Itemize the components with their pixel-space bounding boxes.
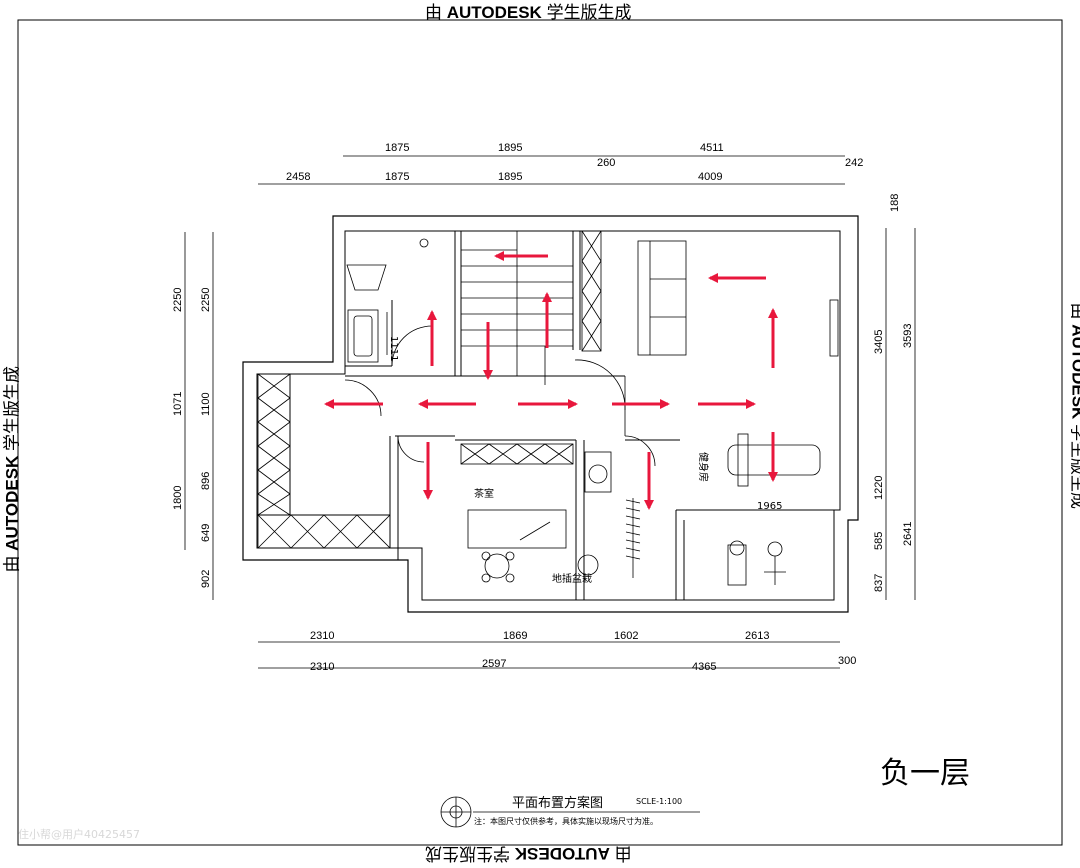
dim-text: 1875 <box>385 171 409 183</box>
dim-text: 1869 <box>503 630 527 642</box>
dim-text: 260 <box>597 157 615 169</box>
legend-note: 注：本图尺寸仅供参考，具体实施以现场尺寸为准。 <box>474 816 658 827</box>
right-dims-inner: 188 3405 1220 585 837 <box>873 194 901 592</box>
dim-text: 2310 <box>310 630 334 642</box>
dim-text: 2641 <box>902 522 914 546</box>
dim-text: 300 <box>838 655 856 667</box>
staircase <box>461 231 573 385</box>
left-dims-inner: 2250 1100 896 649 <box>200 288 212 542</box>
top-dims-upper: 1875 1895 4511 <box>385 142 724 154</box>
laundry <box>585 452 640 578</box>
cabinets <box>258 231 601 548</box>
dim-text: 2613 <box>745 630 769 642</box>
dim-text: 2597 <box>482 658 506 670</box>
dim-text: 4009 <box>698 171 722 183</box>
legend-title: 平面布置方案图 <box>512 792 603 811</box>
dim-text: 242 <box>845 157 863 169</box>
dim-text: 4511 <box>700 142 724 154</box>
dim-text: 1602 <box>614 630 638 642</box>
dim-text: 2250 <box>172 288 184 312</box>
tea-room-furniture <box>468 510 598 582</box>
right-dims-outer: 3593 2641 <box>902 324 914 546</box>
dim-text: 1895 <box>498 142 522 154</box>
dim-text: 585 <box>873 532 885 550</box>
toilet-mark: 1111 <box>388 336 399 361</box>
exterior-wall-outer <box>243 216 858 612</box>
living-furniture <box>638 241 838 356</box>
top-dims-lower: 2458 1875 1895 260 4009 242 <box>286 157 863 183</box>
sheet-frame <box>18 20 1062 845</box>
dim-text: 1895 <box>498 171 522 183</box>
dim-text: 3593 <box>902 324 914 348</box>
dim-text: 3405 <box>873 330 885 354</box>
tea-room-label: 茶室 <box>474 487 494 500</box>
interior-walls <box>257 231 840 600</box>
dim-text: 2310 <box>310 661 334 673</box>
dim-text: 896 <box>200 472 212 490</box>
dim-text: 2250 <box>200 288 212 312</box>
dim-text: 1800 <box>172 486 184 510</box>
plant-label: 地插盆栽 <box>552 572 592 585</box>
dim-text: 902 <box>200 570 212 588</box>
dim-text: 4365 <box>692 661 716 673</box>
legend-scale: SCLE-1:100 <box>636 797 682 806</box>
dim-text: 1100 <box>200 392 212 416</box>
dimension-lines <box>185 156 915 668</box>
exterior-wall-inner <box>257 231 840 600</box>
dim-text: 1071 <box>172 392 184 416</box>
bottom-dims-upper: 2310 1869 1602 2613 <box>310 630 769 642</box>
bathroom-fixtures <box>347 239 428 362</box>
dim-text: 1220 <box>873 476 885 500</box>
gym-width-label: 1965 <box>757 501 782 512</box>
bottom-dims-lower: 2310 2597 4365 300 <box>310 655 856 673</box>
dim-text: 1875 <box>385 142 409 154</box>
credit-watermark: 住小帮@用户40425457 <box>18 826 140 842</box>
dim-text: 188 <box>889 194 901 212</box>
dim-text: 837 <box>873 574 885 592</box>
floor-label: 负一层 <box>880 748 970 792</box>
gym-label: 健身房 <box>697 452 710 482</box>
dim-text: 2458 <box>286 171 310 183</box>
dim-text: 649 <box>200 524 212 542</box>
